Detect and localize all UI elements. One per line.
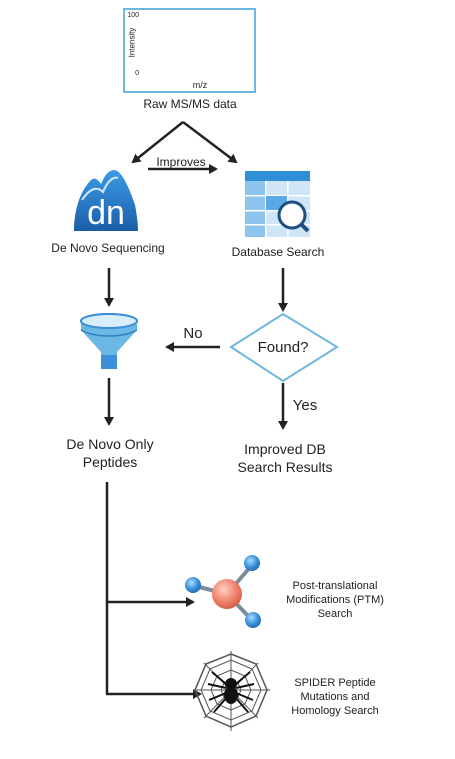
spectrum-tick-0: 0 — [135, 70, 139, 77]
ptm-line-1: Post-translational — [292, 580, 378, 592]
spectrum-x-axis-label: m/z — [192, 80, 208, 90]
spider-label: SPIDER Peptide Mutations and Homology Se… — [275, 676, 395, 718]
arrow-raw-to-db — [182, 121, 238, 164]
spider-icon — [207, 671, 255, 713]
de-novo-label: De Novo Sequencing — [51, 241, 165, 255]
spectrum-y-axis-label: Intensity — [127, 27, 137, 58]
ptm-label: Post-translational Modifications (PTM) S… — [270, 579, 400, 621]
found-label: Found? — [257, 339, 309, 356]
improved-db-line-2: Search Results — [237, 459, 333, 475]
de-novo-only-line-1: De Novo Only — [66, 436, 154, 452]
molecule-icon — [185, 555, 261, 628]
improves-label: Improves — [156, 155, 206, 169]
de-novo-logo-icon — [74, 170, 138, 231]
database-search-icon — [245, 171, 310, 237]
ptm-line-2: Modifications (PTM) — [286, 594, 384, 606]
improved-db-line-1: Improved DB — [244, 441, 326, 457]
spectrum-box — [123, 8, 256, 93]
de-novo-only-label: De Novo Only Peptides — [40, 435, 180, 471]
raw-data-caption: Raw MS/MS data — [143, 97, 237, 111]
found-diamond — [229, 312, 339, 383]
dn-logo-text: dn — [87, 194, 125, 232]
spider-line-2: Mutations and — [300, 691, 370, 703]
improved-db-label: Improved DB Search Results — [220, 440, 350, 476]
database-search-label: Database Search — [231, 245, 325, 259]
spectrum-tick-100: 100 — [127, 12, 139, 19]
de-novo-only-line-2: Peptides — [82, 454, 138, 470]
spider-line-1: SPIDER Peptide — [294, 677, 376, 689]
ptm-line-3: Search — [317, 608, 353, 620]
spider-line-3: Homology Search — [291, 705, 379, 717]
arrows — [104, 121, 288, 699]
spider-web-icon — [193, 651, 270, 731]
no-label: No — [183, 325, 203, 342]
funnel-icon — [80, 313, 138, 369]
yes-label: Yes — [292, 397, 318, 414]
arrow-raw-to-denovo — [131, 121, 184, 164]
